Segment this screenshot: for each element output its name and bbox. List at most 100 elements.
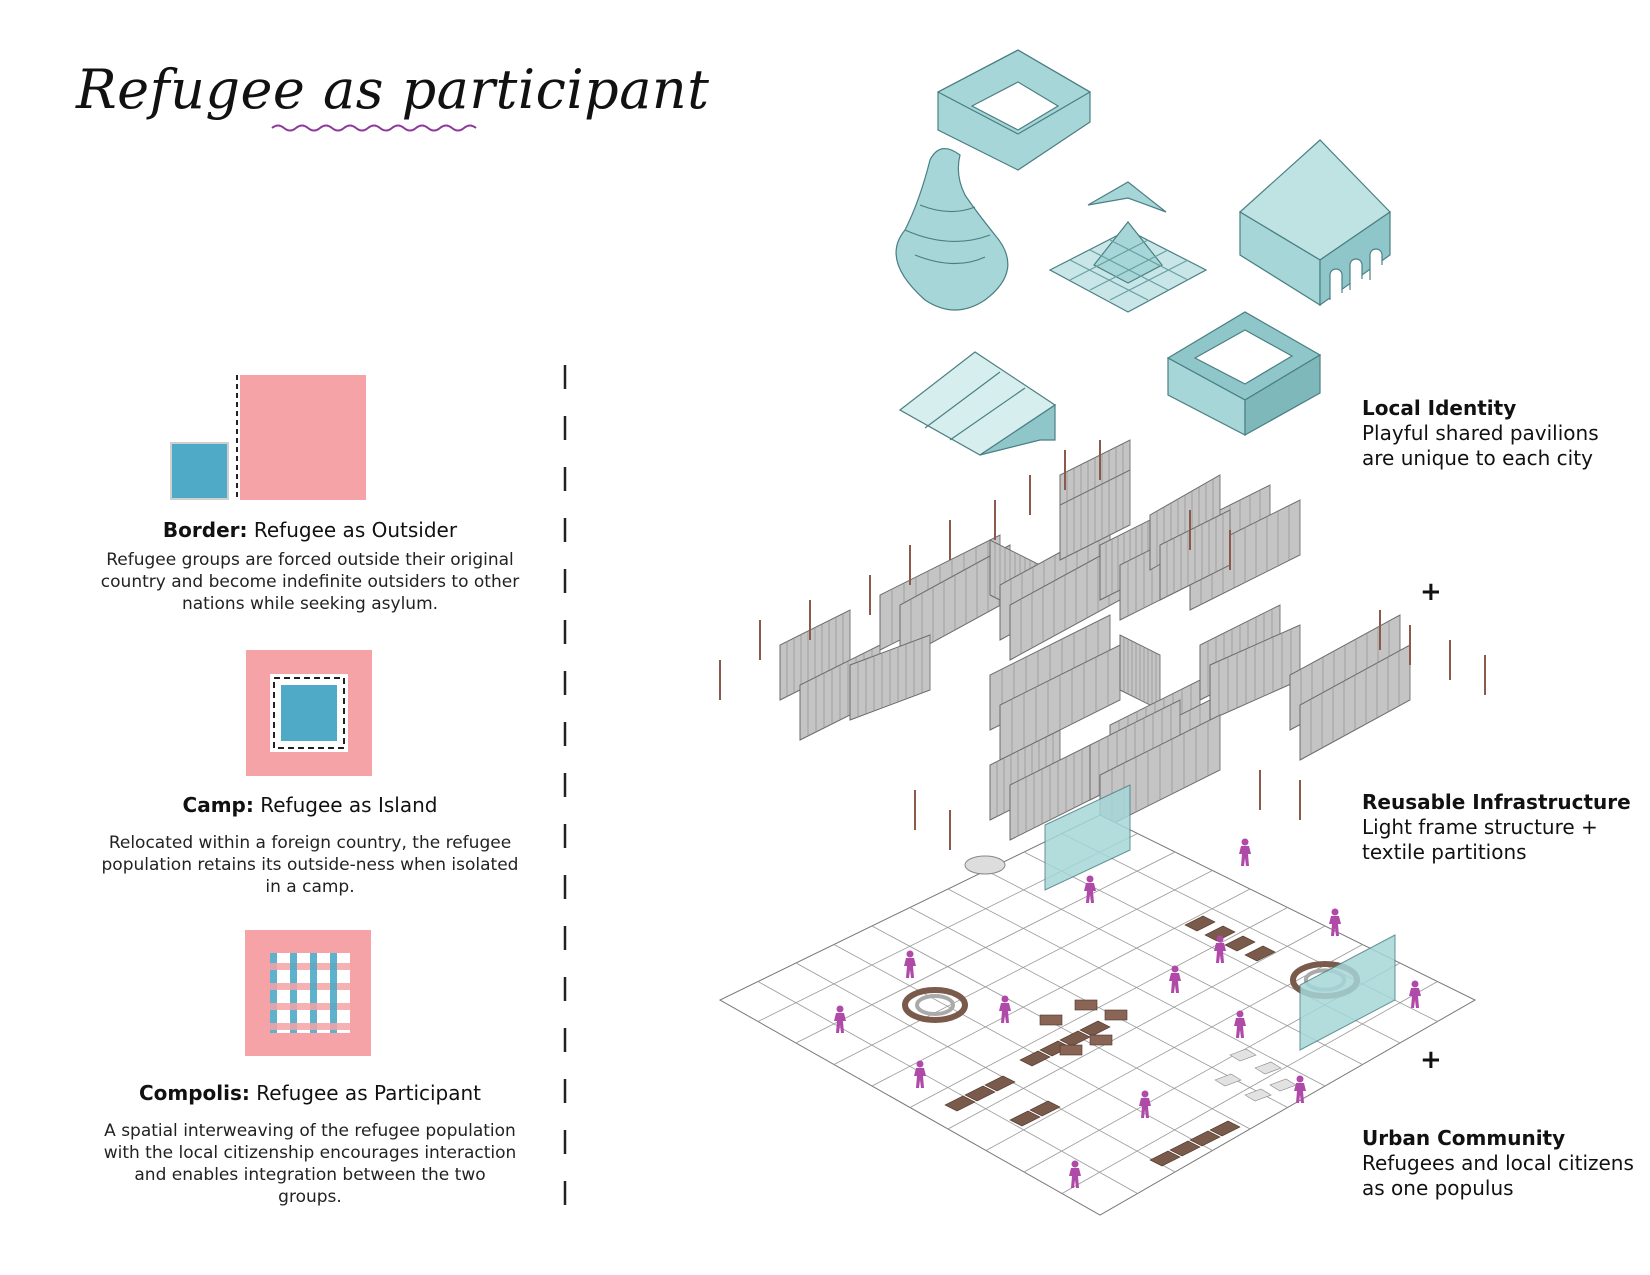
seating-ring [902, 987, 968, 1023]
layer-description: Refugees and local citizens as one popul… [1362, 1151, 1634, 1200]
grid-line [909, 907, 1288, 1108]
table [964, 1085, 996, 1102]
glass-screen [1299, 934, 1396, 1051]
concept-subtitle: Refugee as Participant [256, 1081, 482, 1105]
table [944, 1095, 976, 1112]
grid-line [757, 981, 1138, 1194]
concept-border: Border: Refugee as Outsider Refugee grou… [100, 517, 520, 615]
pavilion-open-box [1166, 311, 1322, 437]
person-figure [1329, 916, 1341, 936]
mat [1269, 1078, 1297, 1092]
person-figure [1294, 1083, 1306, 1103]
grid-line [985, 944, 1363, 1151]
person-figure [1086, 875, 1094, 883]
weave-strand [290, 953, 297, 1033]
table [1209, 1120, 1241, 1137]
layer-label-reusable-infrastructure: Reusable Infrastructure Light frame stru… [1362, 790, 1642, 865]
mat [1244, 1088, 1272, 1102]
ground-layer [718, 784, 1477, 1216]
person-figure [1331, 908, 1339, 916]
concept-title: Compolis: [138, 1081, 250, 1105]
person-figure [1239, 846, 1251, 866]
grid-line [947, 925, 1326, 1130]
person-figure [999, 1003, 1011, 1023]
mat [1254, 1061, 1282, 1075]
grid-line [1061, 981, 1438, 1194]
person-figure [1411, 980, 1419, 988]
pavilion-arched-house [1238, 139, 1391, 307]
table [1019, 1050, 1051, 1067]
table [1029, 1100, 1061, 1117]
bench [1059, 1044, 1083, 1056]
person-figure [1171, 965, 1179, 973]
bench [1074, 999, 1098, 1011]
pavilion-cone [895, 148, 1009, 311]
page-title: Refugee as participant [76, 58, 710, 121]
person-figure [1139, 1098, 1151, 1118]
person-figure [916, 1060, 924, 1068]
bench [1089, 1034, 1113, 1046]
table [1244, 945, 1276, 962]
bench [1104, 1009, 1128, 1021]
camp-diagram [246, 650, 372, 776]
person-figure [1234, 1018, 1246, 1038]
concept-camp: Camp: Refugee as Island Relocated within… [100, 792, 520, 898]
mat [1229, 1048, 1257, 1062]
seating-ring [915, 994, 955, 1016]
layer-title: Local Identity [1362, 396, 1517, 420]
border-diagram [170, 375, 366, 500]
weave-strand [310, 953, 317, 1033]
person-figure [1169, 973, 1181, 993]
concept-description: Relocated within a foreign country, the … [101, 833, 519, 897]
weave-strand [270, 953, 277, 1033]
layer-label-local-identity: Local Identity Playful shared pavilions … [1362, 396, 1642, 471]
pavilion-gable-tent [898, 351, 1057, 456]
glass-screen [1044, 784, 1131, 891]
person-figure [904, 958, 916, 978]
table [1184, 915, 1216, 932]
person-figure [1069, 1168, 1081, 1188]
table [1204, 925, 1236, 942]
concept-title: Camp: [182, 793, 254, 817]
person-figure [1214, 943, 1226, 963]
concept-description: Refugee groups are forced outside their … [100, 550, 520, 614]
weave-strand [270, 1003, 350, 1010]
ground-plane [718, 814, 1477, 1216]
person-figure [836, 1005, 844, 1013]
table [1079, 1020, 1111, 1037]
person-figure [1409, 988, 1421, 1008]
person-figure [1001, 995, 1009, 1003]
person-figure [1296, 1075, 1304, 1083]
concept-title: Border: [162, 518, 248, 542]
plus-sign: + [1420, 577, 1442, 607]
pavilion-pyramid-tiles [1048, 181, 1208, 313]
grid-line [795, 962, 1176, 1173]
concept-subtitle: Refugee as Island [260, 793, 438, 817]
table [1149, 1150, 1181, 1167]
person-figure [1071, 1160, 1079, 1168]
person-figure [1236, 1010, 1244, 1018]
pavilion-wall-ring [936, 49, 1092, 171]
layer-description: Playful shared pavilions are unique to e… [1362, 421, 1599, 470]
grid-line [833, 944, 1213, 1151]
mat [1214, 1073, 1242, 1087]
table [1009, 1110, 1041, 1127]
grid-line [871, 925, 1251, 1130]
partition-layer [719, 439, 1486, 850]
table [984, 1075, 1016, 1092]
layer-description: Light frame structure + textile partitio… [1362, 815, 1598, 864]
table [1224, 935, 1256, 952]
person-figure [1241, 838, 1249, 846]
concept-subtitle: Refugee as Outsider [253, 518, 458, 542]
person-figure [906, 950, 914, 958]
layer-title: Reusable Infrastructure [1362, 790, 1631, 814]
compolis-diagram [245, 930, 371, 1056]
layer-title: Urban Community [1362, 1126, 1566, 1150]
concept-compolis: Compolis: Refugee as Participant A spati… [100, 1080, 520, 1208]
bench [1039, 1014, 1063, 1026]
layer-label-urban-community: Urban Community Refugees and local citiz… [1362, 1126, 1642, 1201]
table [1189, 1130, 1221, 1147]
person-figure [1084, 883, 1096, 903]
